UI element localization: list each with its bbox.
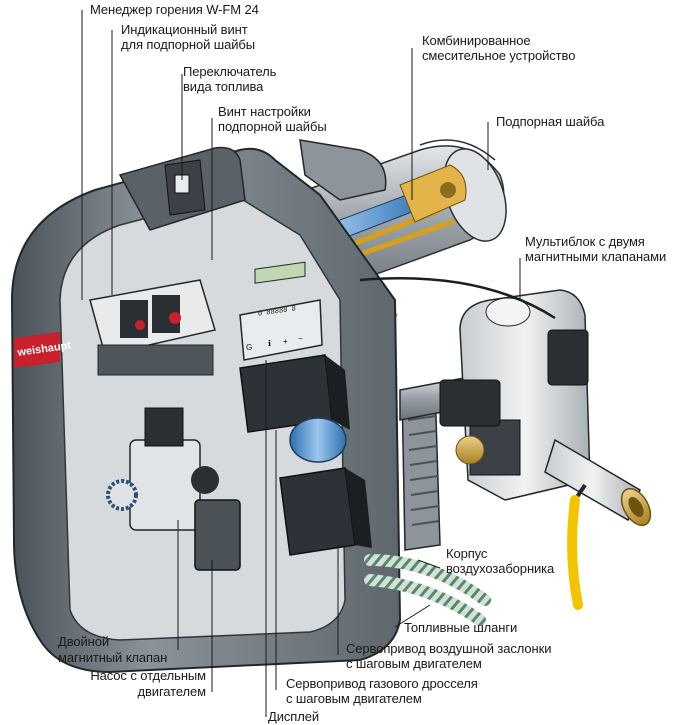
label-adjust-screw-line2: подпорной шайбы (218, 119, 327, 134)
label-display: Дисплей (268, 709, 319, 724)
label-multiblock-line1: Мультиблок с двумя (525, 234, 645, 249)
display-panel: 0 88888 8 G ℹ + − (239, 261, 323, 361)
label-gas-servo-line1: Сервопривод газового дросселя (286, 676, 478, 691)
label-fuel-hoses: Топливные шланги (404, 620, 518, 635)
label-air-servo-line2: с шаговым двигателем (346, 656, 482, 671)
leader-lines (81, 10, 521, 717)
combustion-manager (89, 279, 216, 376)
pump-motor (191, 466, 241, 571)
mixing-head (399, 164, 467, 223)
label-air-intake-line1: Корпус (446, 546, 488, 561)
brand-plate: weishaupt (14, 332, 72, 368)
label-indicator-screw-line1: Индикационный винт (121, 22, 248, 37)
label-mixing-unit-line2: смесительное устройство (422, 48, 576, 63)
label-pump-line1: Насос с отдельным (90, 668, 206, 683)
double-solenoid-valve (106, 407, 201, 531)
display-key-g: G (246, 343, 252, 352)
label-fuel-switch-line2: вида топлива (183, 79, 264, 94)
display-key-minus: − (298, 334, 303, 343)
label-mixing-unit-line1: Комбинированное (422, 33, 531, 48)
label-adjust-screw-line1: Винт настройки (218, 104, 311, 119)
gas-throttle-servo (279, 467, 372, 556)
fuel-hoses (364, 554, 491, 626)
display-key-plus: + (283, 337, 288, 346)
label-air-servo-line1: Сервопривод воздушной заслонки (346, 641, 552, 656)
air-intake-grille (401, 384, 441, 551)
fuel-switch (164, 159, 206, 216)
label-pump-line2: двигателем (137, 684, 206, 699)
label-double-valve-line1: Двойной (58, 634, 110, 649)
label-multiblock-line2: магнитными клапанами (525, 249, 667, 264)
label-gas-servo-line2: с шаговым двигателем (286, 691, 422, 706)
valve-handle (567, 495, 583, 610)
label-double-valve-line2: магнитный клапан (58, 650, 168, 665)
label-air-intake-line2: воздухозаборника (446, 561, 555, 576)
display-key-info: ℹ (268, 339, 271, 348)
fan-wheel (289, 417, 347, 463)
label-indicator-screw-line2: для подпорной шайбы (121, 37, 255, 52)
label-combustion-manager: Менеджер горения W-FM 24 (90, 2, 259, 17)
multiblock-cable (359, 277, 556, 320)
air-damper-servo (239, 354, 350, 433)
label-baffle-disc: Подпорная шайба (496, 114, 605, 129)
ball-valve (544, 438, 652, 610)
label-fuel-switch-line1: Переключатель (183, 64, 277, 79)
